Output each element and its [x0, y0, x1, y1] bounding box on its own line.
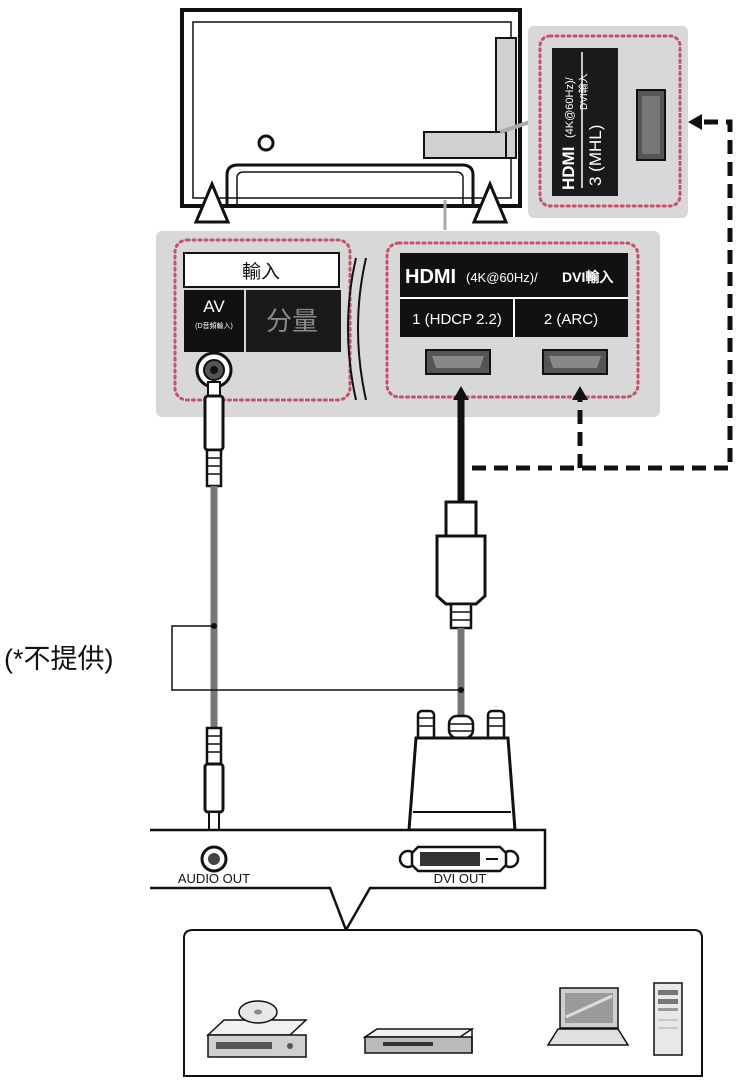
computer-icon — [546, 982, 683, 1056]
side-dvi-input: DVI輸入 — [577, 73, 590, 110]
main-port-panel: 輸入 AV (D音頻輸入) 分量 HDMI (4K@60Hz)/ DVI輸入 1… — [156, 231, 660, 417]
audio-cable — [203, 381, 225, 831]
side-hdmi-spec: (4K@60Hz)/ — [564, 76, 576, 138]
hdmi-port-1-label: 1 (HDCP 2.2) — [412, 311, 502, 328]
hdmi-port-1 — [425, 349, 491, 375]
av-input-jack — [195, 351, 233, 389]
dvi-out-label: DVI OUT — [434, 871, 487, 886]
component-label: 分量 — [266, 306, 318, 336]
source-devices-box — [183, 929, 703, 1077]
arrow-to-hdmi-2 — [572, 386, 588, 400]
not-provided-label: (*不提供) — [4, 644, 114, 674]
hdmi-port-2 — [542, 349, 608, 375]
hdmi-spec: (4K@60Hz)/ — [466, 270, 538, 285]
tv-back-illustration — [180, 8, 531, 230]
input-header: 輸入 — [242, 261, 280, 283]
dvi-out-port — [398, 845, 520, 873]
not-provided-bracket — [171, 625, 461, 691]
arrow-to-side-port — [688, 114, 702, 130]
av-label: AV — [203, 297, 225, 316]
hdmi-port-2-label: 2 (ARC) — [544, 311, 598, 328]
set-top-box-icon — [362, 1028, 475, 1054]
audio-out-jack — [200, 845, 228, 873]
hdmi-dvi-cable — [407, 386, 517, 832]
side-hdmi-logo: HDMI — [559, 147, 578, 190]
audio-out-label: AUDIO OUT — [178, 871, 250, 886]
av-sublabel: (D音頻輸入) — [195, 321, 233, 330]
side-port-label: 3 (MHL) — [586, 125, 605, 186]
alternative-connection-path — [472, 119, 733, 471]
dvi-input-label: DVI輸入 — [562, 269, 613, 285]
source-device-panel: AUDIO OUT DVI OUT — [150, 828, 547, 933]
dvd-player-icon — [206, 1000, 308, 1058]
side-port-panel: HDMI (4K@60Hz)/ DVI輸入 3 (MHL) — [528, 26, 688, 218]
hdmi-logo: HDMI — [405, 266, 456, 288]
